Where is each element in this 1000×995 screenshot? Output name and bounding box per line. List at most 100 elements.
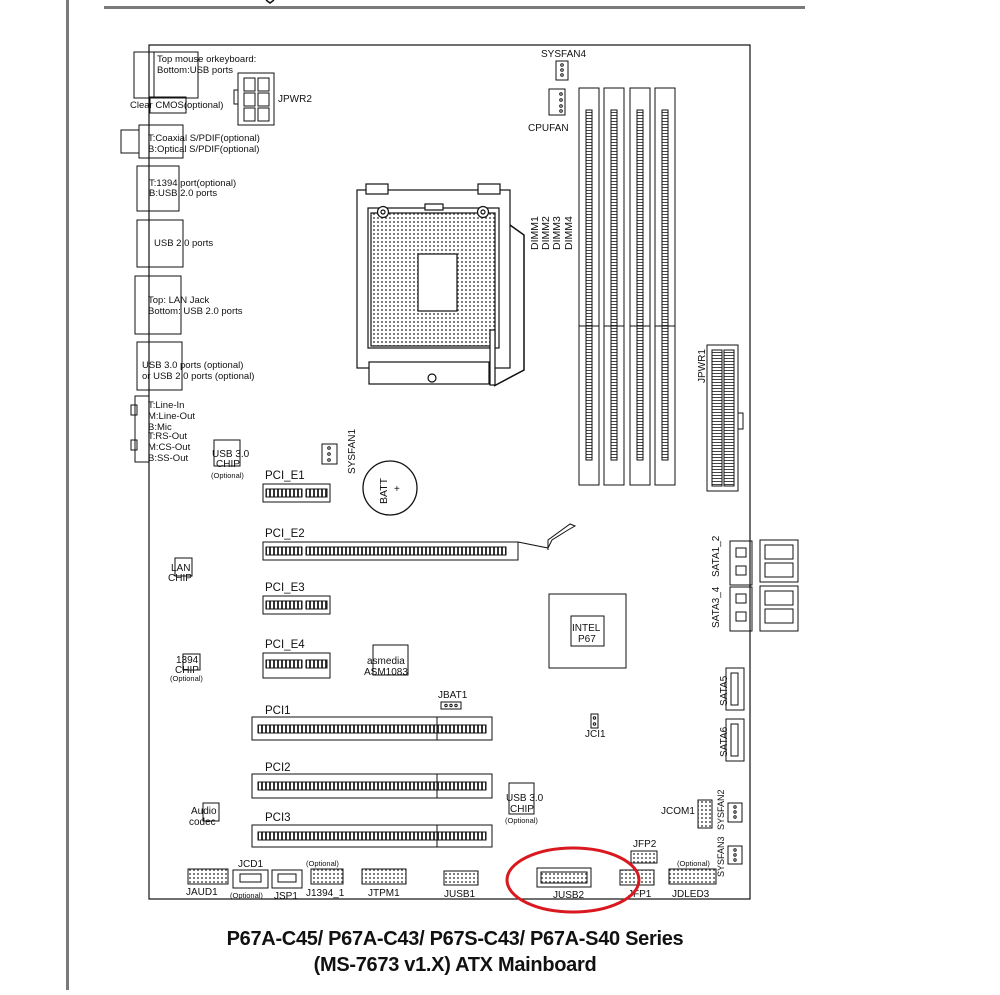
pci-e2-label: PCI_E2 <box>265 528 305 540</box>
chip-1394 <box>182 653 201 671</box>
pci-e4-slot <box>262 652 331 679</box>
lan-chip-label-1: LAN <box>171 563 190 574</box>
sata12-label: SATA1_2 <box>711 535 722 577</box>
jpwr2-connector <box>233 72 275 126</box>
audio-codec-label-2: codec <box>189 817 216 828</box>
battery-plus: + <box>394 484 400 495</box>
jci1-label: JCI1 <box>585 729 606 740</box>
usb3-chip-top-label-1: USB 3.0 <box>212 449 250 460</box>
jaud1-label: JAUD1 <box>186 887 218 898</box>
dimm-labels: DIMM1 DIMM2 DIMM3 DIMM4 <box>529 216 575 250</box>
chip-1394-label-1: 1394 <box>176 655 199 666</box>
dimm-slots <box>578 87 676 486</box>
lan-chip-label-2: CHIP <box>168 573 192 584</box>
io-label-mouse-keyboard-bottom: Bottom:USB ports <box>157 65 233 76</box>
sysfan2-label: SYSFAN2 <box>716 789 726 830</box>
pci1-label: PCI1 <box>265 705 291 717</box>
io-label-audio-6: B:SS-Out <box>148 453 188 464</box>
jpwr2-label: JPWR2 <box>278 94 312 105</box>
cpu-socket <box>356 183 525 387</box>
jdled3-label: JDLED3 <box>672 889 710 900</box>
io-label-lan-bottom: Bottom: USB 2.0 ports <box>148 306 243 317</box>
rear-io-panel <box>120 51 199 463</box>
j1394-optional: (Optional) <box>306 859 339 868</box>
rear-io-labels: Top mouse orkeyboard: Bottom:USB ports C… <box>130 54 260 464</box>
jtpm1-label: JTPM1 <box>368 888 400 899</box>
jusb2-label: JUSB2 <box>553 890 585 901</box>
intel-chipset-inner <box>570 615 605 647</box>
asmedia-label-2: ASM1083 <box>364 667 408 678</box>
jdled3-header <box>668 868 717 885</box>
io-label-1394-bottom: B:USB 2.0 ports <box>149 188 217 199</box>
chip-1394-optional: (Optional) <box>170 674 203 683</box>
heading-fragment <box>265 0 275 4</box>
jfp1-label: JFP1 <box>628 889 652 900</box>
pci3-label: PCI3 <box>265 812 291 824</box>
usb3-chip-bottom-label-1: USB 3.0 <box>506 793 544 804</box>
io-label-usb30-bottom: or USB 2.0 ports (optional) <box>142 371 254 382</box>
chip-1394-label-2: CHIP <box>175 665 199 676</box>
jpwr1-label: JPWR1 <box>697 349 708 383</box>
jcd1-optional: (Optional) <box>230 891 263 900</box>
pci3-slot <box>251 824 493 848</box>
intel-chipset-label-2: P67 <box>578 634 596 645</box>
jsp1-label: JSP1 <box>274 891 298 902</box>
jcd1-label: JCD1 <box>238 859 263 870</box>
intel-chipset-label-1: INTEL <box>572 623 601 634</box>
cpufan-header <box>548 88 566 116</box>
j1394-label: J1394_1 <box>306 888 345 899</box>
dimm4-label: DIMM4 <box>563 216 575 250</box>
page-left-rule <box>66 0 69 990</box>
io-label-audio-1: T:Line-In <box>148 400 184 411</box>
io-label-audio-3: B:Mic <box>148 422 172 433</box>
jci1-header <box>590 713 599 729</box>
dimm3-label: DIMM3 <box>551 216 563 250</box>
jusb2-highlight-circle <box>505 846 641 914</box>
battery <box>362 460 418 516</box>
io-label-audio-5: M:CS-Out <box>148 442 191 453</box>
dimm2-label: DIMM2 <box>540 216 552 250</box>
sysfan2-header <box>727 802 743 823</box>
jcom1-label: JCOM1 <box>661 806 695 817</box>
jsp1-header <box>271 869 303 889</box>
audio-codec-chip <box>202 802 220 822</box>
io-label-1394-top: T:1394 port(optional) <box>149 178 236 189</box>
io-label-audio-4: T:RS-Out <box>148 431 187 442</box>
sata6-label: SATA6 <box>719 726 730 757</box>
audio-codec-label-1: Audio <box>191 806 217 817</box>
page-top-rule <box>104 6 805 9</box>
jfp2-label: JFP2 <box>633 839 657 850</box>
sata34-label: SATA3_4 <box>711 586 722 628</box>
io-label-usb20: USB 2.0 ports <box>154 238 213 249</box>
bottom-header-labels: JAUD1 JCD1 (Optional) JSP1 (Optional) J1… <box>186 859 710 902</box>
bottom-headers <box>187 867 717 889</box>
lan-chip <box>174 557 193 577</box>
usb3-chip-bottom-optional: (Optional) <box>505 816 538 825</box>
pci-e1-label: PCI_E1 <box>265 470 305 482</box>
pci-e1-slot <box>262 483 331 503</box>
cpufan-label: CPUFAN <box>528 123 569 134</box>
sysfan3-header <box>727 845 743 865</box>
jdled3-optional: (Optional) <box>677 859 710 868</box>
asmedia-chip <box>372 644 409 676</box>
jusb1-header <box>443 870 479 886</box>
sysfan4-header <box>555 60 569 81</box>
sysfan4-label: SYSFAN4 <box>541 49 586 60</box>
usb3-chip-bottom <box>508 782 535 815</box>
jaud1-header <box>187 868 229 885</box>
pci2-label: PCI2 <box>265 762 291 774</box>
io-label-audio-2: M:Line-Out <box>148 411 195 422</box>
pci2-slot <box>251 773 493 799</box>
sysfan3-label: SYSFAN3 <box>716 836 726 877</box>
io-label-spdif-bottom: B:Optical S/PDIF(optional) <box>148 144 259 155</box>
usb3-chip-bottom-label-2: CHIP <box>510 804 534 815</box>
io-label-usb30-top: USB 3.0 ports (optional) <box>142 360 243 371</box>
io-label-spdif-top: T:Coaxial S/PDIF(optional) <box>148 133 260 144</box>
board-outline <box>148 44 751 900</box>
io-label-clear-cmos: Clear CMOS(optional) <box>130 100 223 111</box>
jusb1-label: JUSB1 <box>444 889 476 900</box>
jbat1-header <box>440 701 462 710</box>
battery-label: BATT <box>378 477 390 504</box>
